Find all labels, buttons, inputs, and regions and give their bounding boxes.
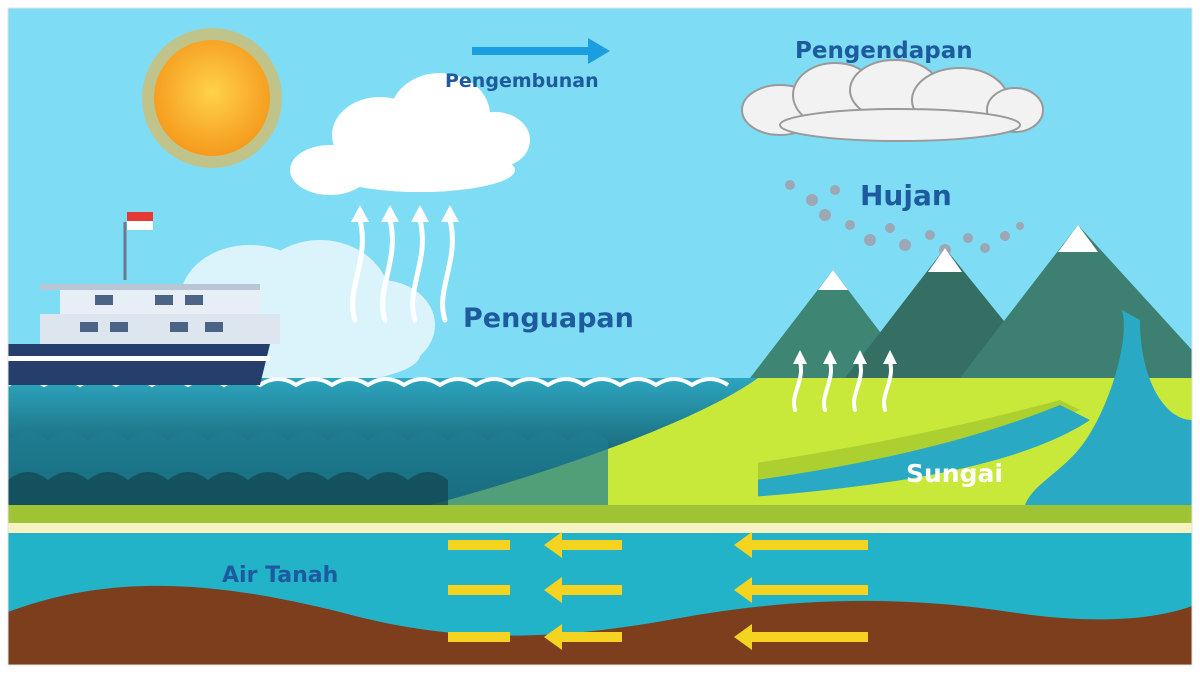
- river-lower: [520, 405, 1090, 505]
- arrow-up-icon: [791, 360, 894, 412]
- arrow-left-icon: [734, 624, 868, 650]
- cloud-icon: [741, 59, 1044, 142]
- arrow-right-icon: [472, 38, 610, 64]
- label-rain: Hujan: [860, 179, 952, 212]
- cloud-icon: [290, 73, 530, 195]
- label-groundwater: Air Tanah: [222, 563, 338, 588]
- arrow-up-heads: [793, 350, 897, 364]
- arrow-up-icon: [350, 217, 455, 323]
- arrow-left-icon: [734, 577, 868, 603]
- grass-band: [8, 505, 1192, 523]
- arrow-left-icon: [544, 624, 622, 650]
- arrow-left-icon: [544, 532, 622, 558]
- sand-band: [8, 523, 1192, 533]
- arrow-left-icon: [544, 577, 622, 603]
- groundwater-flow-arrows: [448, 532, 868, 650]
- soil-layer: [8, 585, 1192, 665]
- label-condensation: Pengembunan: [445, 70, 599, 92]
- sea-edge: [430, 378, 758, 505]
- label-precipitation: Pengendapan: [795, 38, 973, 64]
- ship-icon: [8, 212, 280, 385]
- label-river: Sungai: [906, 459, 1003, 488]
- diagram-frame: [7, 7, 1193, 666]
- arrow-up-heads: [351, 205, 459, 222]
- arrow-left-icon: [734, 532, 868, 558]
- sun-icon: [142, 28, 282, 168]
- flag-icon: [127, 212, 153, 230]
- sea-wave-bands-deep: [8, 472, 448, 505]
- label-evaporation: Penguapan: [463, 303, 634, 334]
- river: [1025, 310, 1192, 505]
